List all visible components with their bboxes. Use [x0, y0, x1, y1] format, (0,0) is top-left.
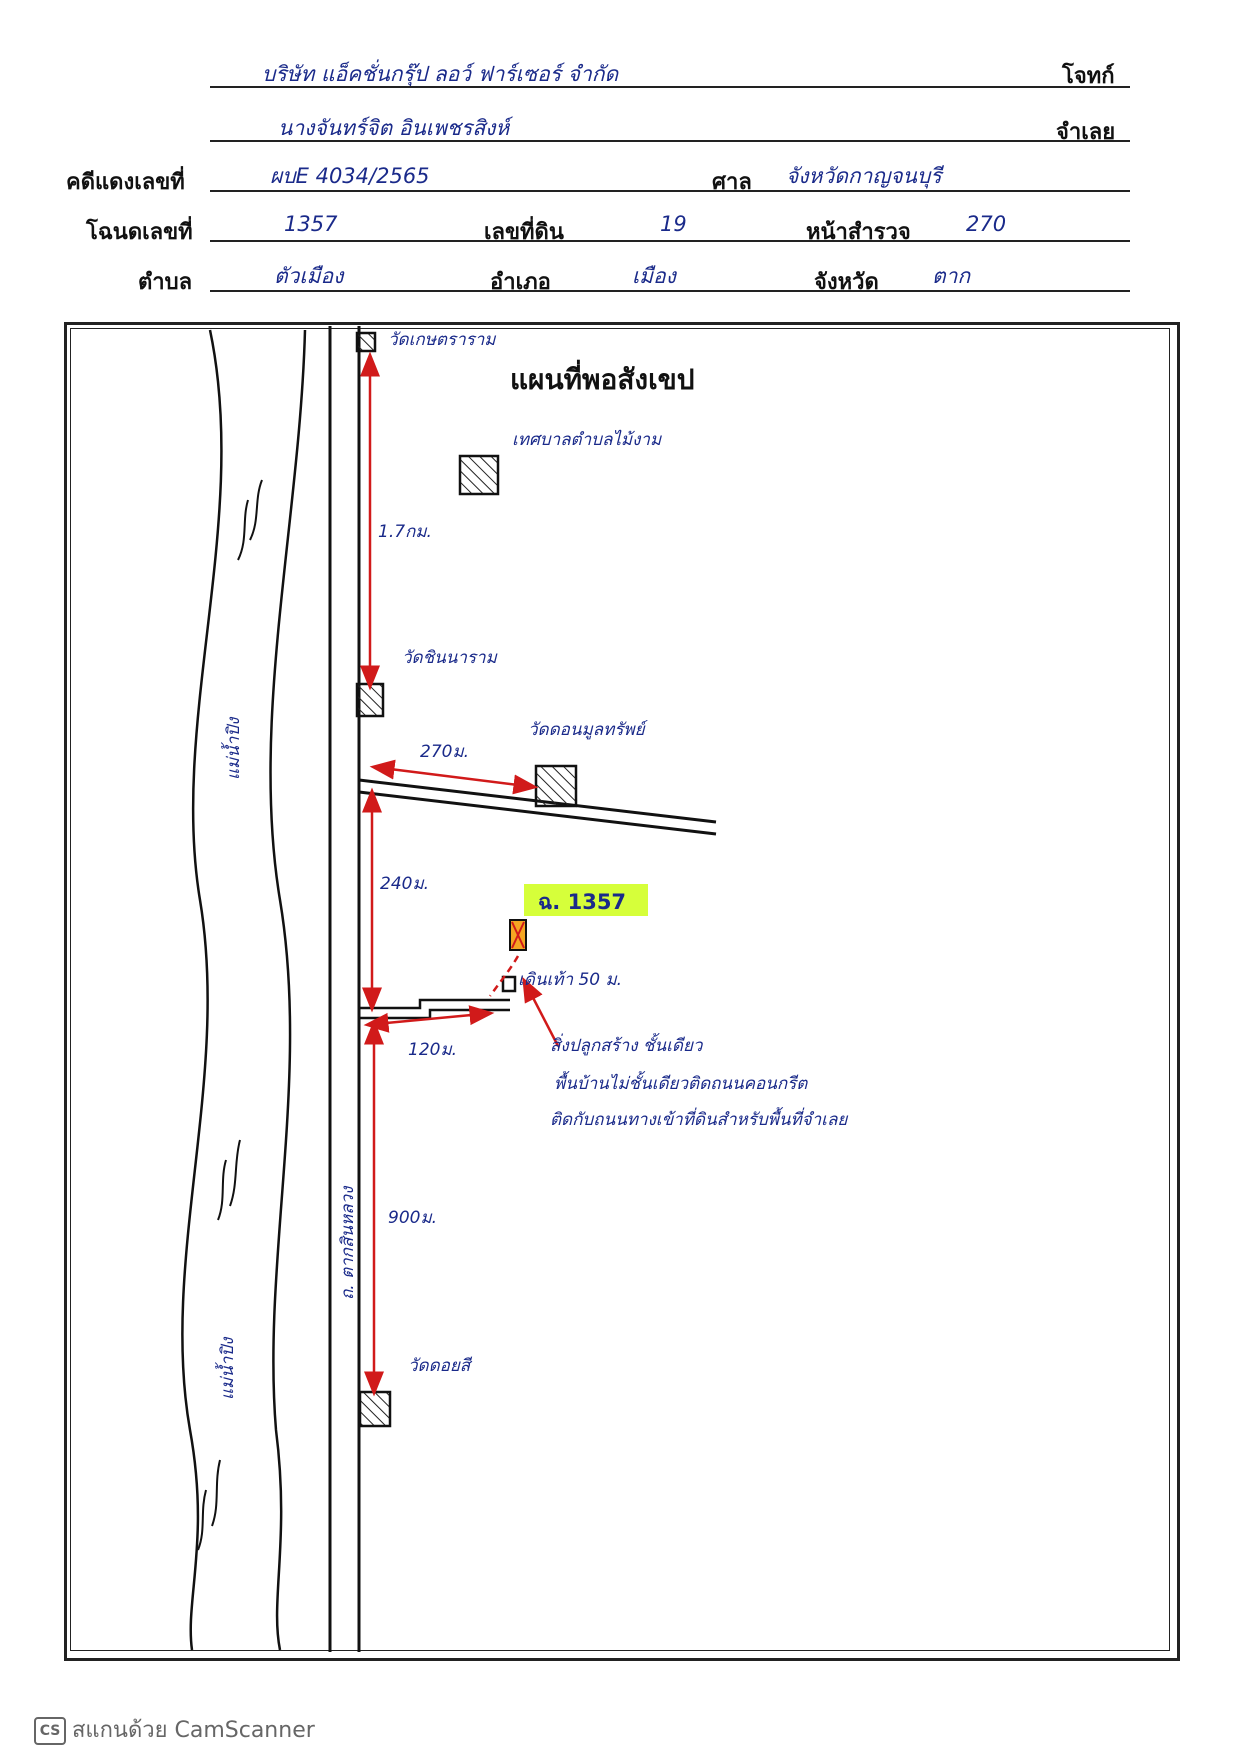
defendant-line [210, 140, 1130, 142]
land-no-value: 19 [660, 212, 687, 236]
map-title: แผนที่พอสังเขป [510, 363, 695, 396]
survey-value: 270 [966, 212, 1007, 236]
deed-value: 1357 [284, 212, 338, 236]
label-d3: 240ม. [380, 874, 430, 894]
road-label: ถ. ตากสินหลวง [338, 1186, 358, 1300]
parcel-tag: ฉ. 1357 [538, 890, 627, 914]
label-d6: เดินเท้า 50 ม. [518, 970, 623, 990]
case-value: ผบE 4034/2565 [270, 164, 430, 188]
arrow-d4 [363, 1005, 495, 1033]
label-d4: 120ม. [408, 1040, 458, 1060]
label-temple-top: วัดเกษตราราม [388, 330, 496, 350]
lane-top [359, 998, 510, 1010]
parcel-access-box [501, 975, 517, 993]
river-label-top: แม่น้ำปิง [224, 717, 244, 780]
temple-bottom-box [358, 1390, 392, 1428]
label-temple-middle: วัดชินนาราม [402, 648, 497, 668]
label-d5: 900ม. [388, 1208, 438, 1228]
river-right-bank [269, 329, 307, 1651]
plaintiff-label: โจทก์ [1062, 64, 1115, 89]
note-line-3: ติดกับถนนทางเข้าที่ดินสำหรับพื้นที่จำเลย [550, 1110, 848, 1130]
river-label-bottom: แม่น้ำปิง [218, 1337, 238, 1400]
side-road-bottom [358, 790, 717, 836]
river-ripples [197, 479, 263, 1551]
location-line [210, 290, 1130, 292]
note-line-1: สิ่งปลูกสร้าง ชั้นเดียว [550, 1036, 703, 1056]
temple-middle-box [355, 682, 385, 718]
case-label: คดีแดงเลขที่ [66, 170, 185, 195]
label-municipality: เทศบาลตำบลไม้งาม [512, 430, 662, 450]
subdistrict-label: ตำบล [138, 270, 193, 295]
defendant-label: จำเลย [1056, 120, 1116, 145]
defendant-value: นางจันทร์จิต อินเพชรสิงห์ [278, 116, 510, 140]
label-d1: 1.7กม. [378, 522, 432, 542]
plaintiff-value: บริษัท แอ็คชั่นกรุ๊ป ลอว์ ฟาร์เซอร์ จำกั… [262, 62, 619, 86]
court-value: จังหวัดกาญจนบุรี [786, 164, 942, 188]
parcel-x2 [511, 921, 525, 949]
note-line-2: พื้นบ้านไม่ชั้นเดียวติดถนนคอนกรีต [554, 1074, 808, 1094]
temple-top-box [355, 331, 377, 353]
river-left-bank [181, 329, 223, 1651]
footer-text: สแกนด้วย CamScanner [72, 1718, 315, 1743]
parcel-access-path [488, 955, 520, 997]
case-line [210, 190, 1130, 192]
municipality-box [458, 454, 500, 496]
deed-line [210, 240, 1130, 242]
deed-label: โฉนดเลขที่ [86, 220, 193, 245]
province-value: ตาก [932, 264, 971, 288]
label-temple-bottom: วัดดอยสี [408, 1356, 471, 1376]
map-frame-inner [70, 328, 1170, 1651]
label-d2: 270ม. [420, 742, 470, 762]
arrow-note [522, 976, 560, 1047]
plaintiff-line [210, 86, 1130, 88]
subdistrict-value: ตัวเมือง [274, 264, 344, 288]
arrow-d2 [369, 759, 539, 795]
label-temple-right: วัดดอนมูลทรัพย์ [528, 720, 645, 740]
parcel-tag-highlight [524, 884, 648, 916]
lane-bottom [359, 1008, 510, 1020]
district-value: เมือง [632, 264, 676, 288]
map-frame [64, 322, 1180, 1661]
camscanner-icon: CS [34, 1717, 66, 1745]
temple-right-box [534, 764, 578, 808]
